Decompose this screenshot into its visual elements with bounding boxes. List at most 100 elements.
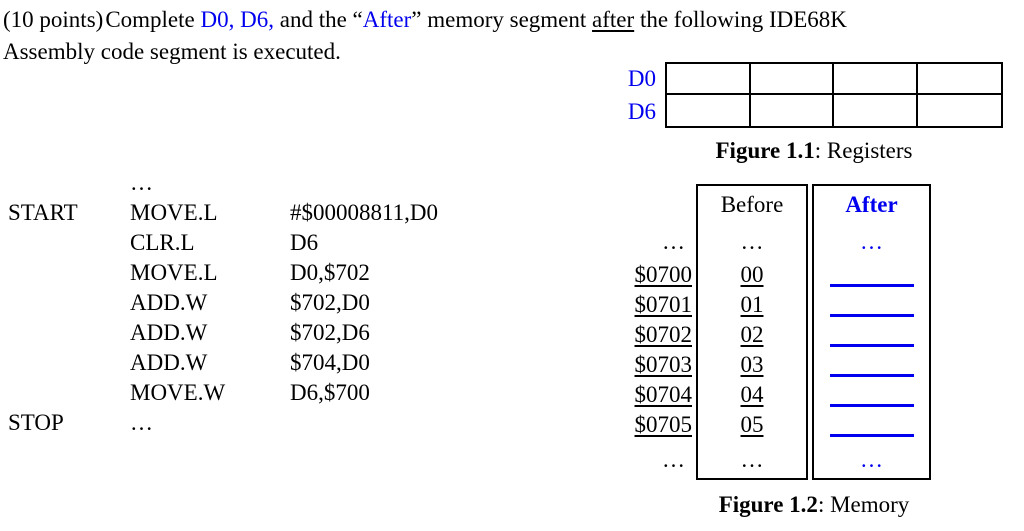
code-label (8, 228, 130, 258)
register-d0-byte-cell (750, 64, 834, 95)
before-ellipsis-bottom: … (740, 447, 764, 472)
address-value: $0700 (634, 262, 693, 287)
before-value-row: 04 (698, 380, 806, 410)
register-d6-byte-cell (834, 95, 918, 126)
title-registers-ref: D0, D6, (200, 7, 274, 32)
title-mid1: and the “ (273, 7, 363, 32)
register-d0-label: D0 (627, 66, 656, 91)
address-ellipsis-bottom: … (662, 447, 685, 472)
code-operand: D6 (290, 230, 319, 255)
code-label: STOP (8, 410, 64, 435)
points-label: (10 points) (3, 7, 104, 32)
after-answer-blank-line (829, 374, 914, 377)
title-after-underlined: after (592, 7, 635, 32)
before-value: 03 (740, 352, 764, 377)
figure-1-2-caption: Figure 1.2: Memory (664, 492, 964, 518)
code-mnemonic: MOVE.W (130, 380, 226, 405)
after-ellipsis-top: … (860, 229, 883, 254)
memory-before-box: Before … 00 01 02 03 04 05 … (696, 184, 808, 480)
figure-1-1-caption-text: : Registers (814, 138, 913, 163)
before-ellipsis-top: … (740, 229, 764, 254)
register-d0-byte-cell (667, 64, 751, 95)
code-mnemonic: MOVE.L (130, 260, 218, 285)
memory-address: $0704 (556, 380, 693, 410)
address-value: $0705 (634, 412, 693, 437)
code-operand: D0,$702 (290, 260, 370, 285)
before-value-row: 03 (698, 350, 806, 380)
code-label (8, 348, 130, 378)
title-tail: the following IDE68K (634, 7, 847, 32)
after-answer-blank-line (829, 284, 914, 287)
code-operand (290, 408, 438, 438)
code-label (8, 288, 130, 318)
code-operand: #$00008811,D0 (290, 200, 439, 225)
before-value: 05 (740, 412, 764, 437)
code-mnemonic: … (130, 410, 153, 435)
figure-1-1-caption: Figure 1.1: Registers (664, 138, 964, 164)
question-line-1: (10 points)Complete D0, D6, and the “Aft… (3, 4, 1021, 36)
title-mid2: ” memory segment (411, 7, 593, 32)
memory-address: $0703 (556, 350, 693, 380)
memory-after-box: After … … (812, 184, 931, 480)
code-label (8, 258, 130, 288)
title-after-ref: After (362, 7, 412, 32)
after-answer-row (814, 290, 929, 320)
after-header: After (845, 192, 898, 217)
after-answer-blank-line (829, 434, 914, 437)
code-mnemonic: ADD.W (130, 290, 208, 315)
figure-1-1-caption-number: Figure 1.1 (715, 138, 815, 163)
code-label (8, 318, 130, 348)
before-value-row: 02 (698, 320, 806, 350)
memory-address: $0705 (556, 410, 693, 440)
question-text: (10 points)Complete D0, D6, and the “Aft… (3, 4, 1021, 68)
code-operand: $702,D0 (290, 290, 370, 315)
after-answer-row (814, 260, 929, 290)
address-value: $0701 (634, 292, 693, 317)
before-value: 04 (740, 382, 764, 407)
before-value-row: 00 (698, 260, 806, 290)
memory-address-column: … $0700 $0701 $0702 $0703 $0704 $0705 … (556, 186, 693, 478)
register-d6-label: D6 (627, 99, 656, 124)
address-column-spacer (556, 186, 692, 222)
figure-1-2-caption-number: Figure 1.2 (718, 492, 818, 517)
code-mnemonic: CLR.L (130, 230, 195, 255)
after-answer-blank-line (829, 404, 914, 407)
register-d0-byte-cell (834, 64, 918, 95)
before-value: 02 (740, 322, 764, 347)
before-value-row: 05 (698, 410, 806, 440)
register-d6-byte-cell (750, 95, 834, 126)
figure-1-2-caption-text: : Memory (817, 492, 910, 517)
code-label (8, 168, 130, 198)
assembly-code-listing: … START MOVE.L #$00008811,D0 CLR.L D6 MOVE.… (8, 168, 438, 438)
code-label: START (8, 200, 78, 225)
question-line-2: Assembly code segment is executed. (3, 39, 341, 64)
code-mnemonic: MOVE.L (130, 200, 218, 225)
register-d6-byte-cell (917, 95, 1001, 126)
before-value: 01 (740, 292, 764, 317)
register-d0-byte-cell (917, 64, 1001, 95)
after-answer-row (814, 320, 929, 350)
after-answer-row (814, 380, 929, 410)
after-answer-blank-line (829, 314, 914, 317)
memory-address: $0700 (556, 260, 693, 290)
before-header: Before (720, 192, 784, 217)
registers-table (665, 62, 1003, 128)
address-ellipsis-top: … (662, 229, 685, 254)
address-value: $0703 (634, 352, 693, 377)
code-mnemonic: … (130, 170, 153, 195)
code-operand: $702,D6 (290, 320, 370, 345)
register-d6-byte-cell (667, 95, 751, 126)
after-ellipsis-bottom: … (860, 447, 883, 472)
before-value: 00 (740, 262, 764, 287)
after-answer-blank-line (829, 344, 914, 347)
before-value-row: 01 (698, 290, 806, 320)
after-answer-row (814, 410, 929, 440)
address-value: $0704 (634, 382, 693, 407)
code-operand (290, 168, 438, 198)
address-value: $0702 (634, 322, 693, 347)
memory-address: $0701 (556, 290, 693, 320)
title-lead: Complete (105, 7, 201, 32)
code-mnemonic: ADD.W (130, 350, 208, 375)
code-mnemonic: ADD.W (130, 320, 208, 345)
